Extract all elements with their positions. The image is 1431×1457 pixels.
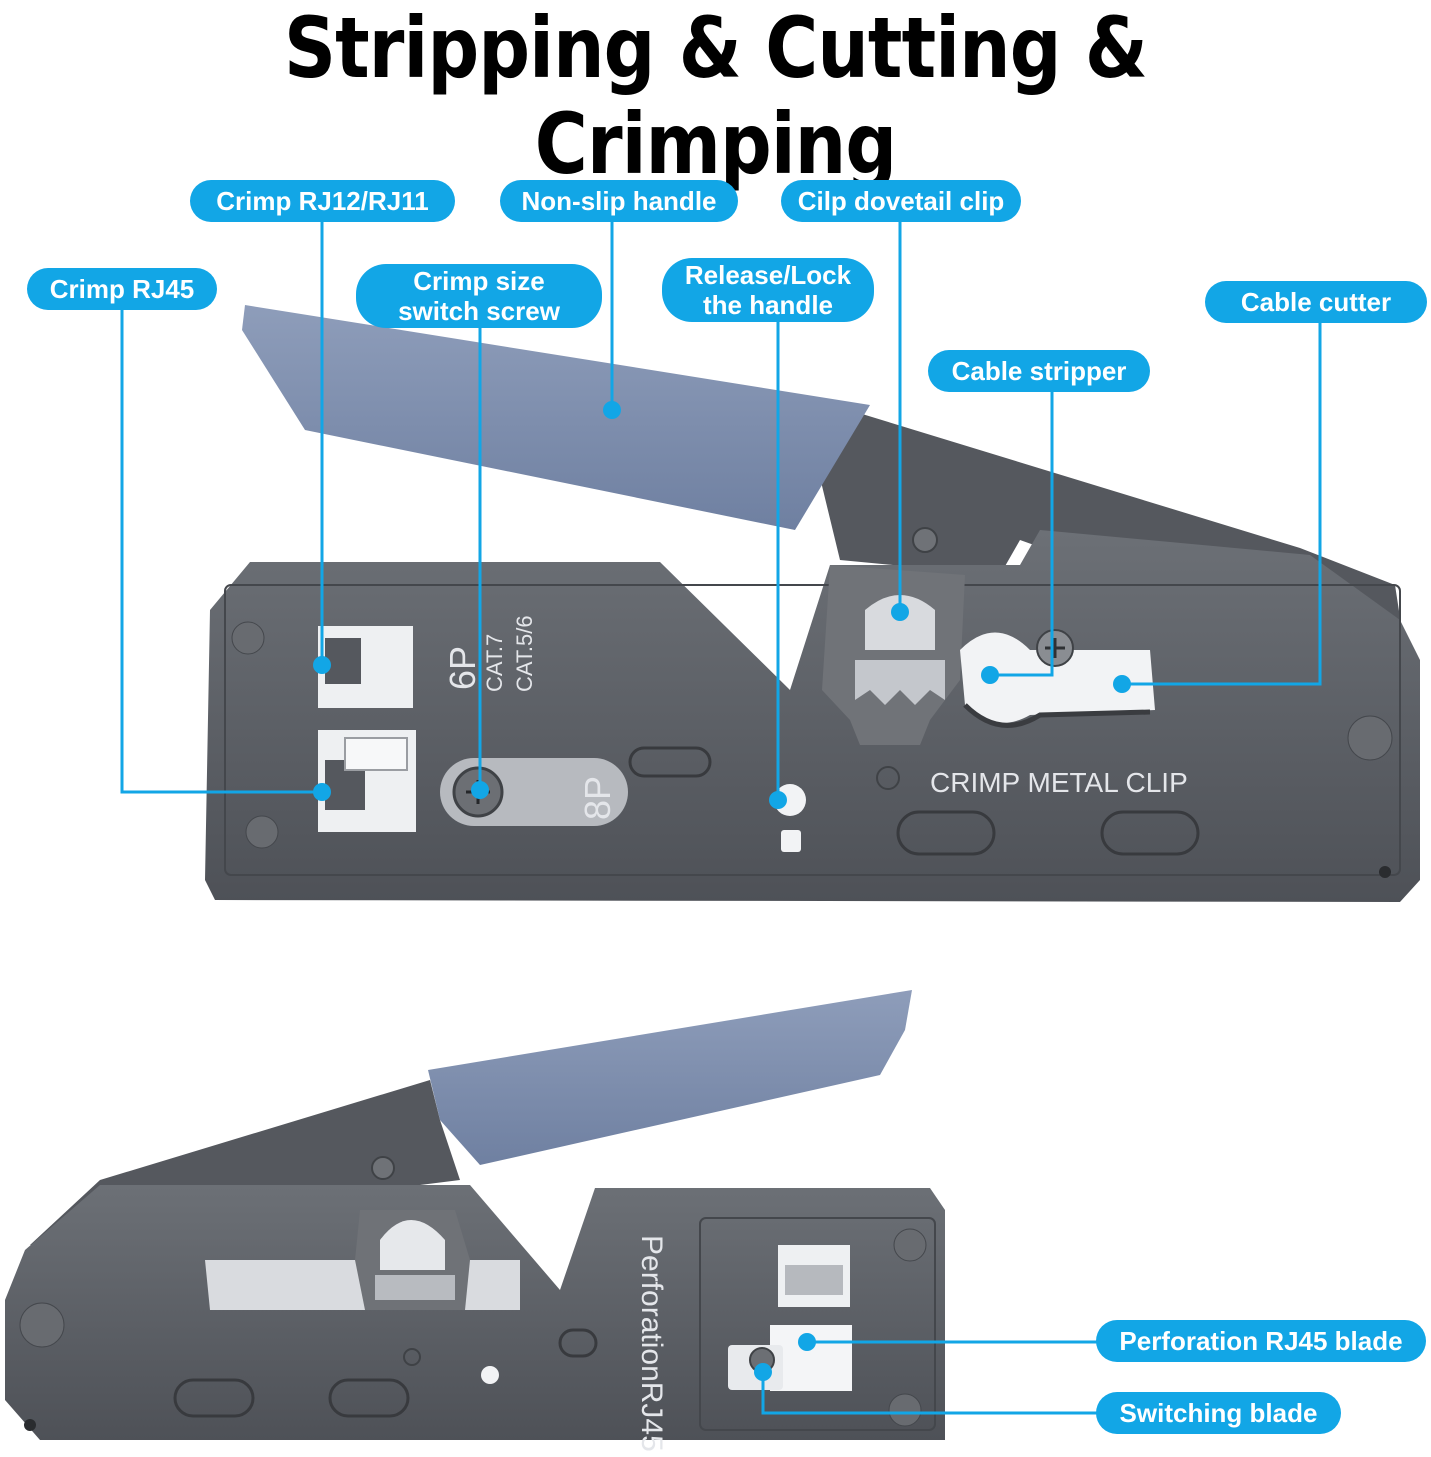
callout-leaders: [120, 220, 1322, 1415]
bottom-tool-body: [5, 1185, 945, 1440]
callout-crimp-size-switch: Crimp size switch screw: [356, 264, 602, 328]
callout-cable-cutter: Cable cutter: [1205, 281, 1427, 323]
dot-crimp-rj45: [313, 783, 331, 801]
marking-6p: 6P: [442, 646, 483, 690]
bottom-handle-grip: [428, 990, 912, 1165]
bottom-crimper: PerforationRJ45: [5, 990, 945, 1452]
callout-switching-blade: Switching blade: [1096, 1392, 1341, 1434]
dot-cable-stripper: [981, 666, 999, 684]
dot-switching-blade: [754, 1363, 772, 1381]
dot-non-slip-handle: [603, 401, 621, 419]
leader-cable-cutter: [1122, 322, 1322, 686]
dot-perforation-blade: [798, 1333, 816, 1351]
callout-non-slip-handle: Non-slip handle: [500, 180, 738, 222]
callout-clip-dovetail: Cilp dovetail clip: [781, 180, 1021, 222]
callout-perforation-blade: Perforation RJ45 blade: [1096, 1320, 1426, 1362]
dot-crimp-rj12: [313, 656, 331, 674]
dot-cable-cutter: [1113, 675, 1131, 693]
leader-switching-blade: [761, 1372, 1098, 1415]
marking-crimp-metal-clip: CRIMP METAL CLIP: [930, 767, 1188, 798]
marking-8p: 8P: [577, 776, 618, 820]
callout-crimp-rj12: Crimp RJ12/RJ11: [190, 180, 455, 222]
marking-perforation-rj45: PerforationRJ45: [635, 1235, 668, 1452]
callout-cable-stripper: Cable stripper: [928, 350, 1150, 392]
leader-cable-stripper: [990, 390, 1054, 677]
callout-release-lock: Release/Lock the handle: [662, 258, 874, 322]
top-crimper: 6P CAT.7 CAT.5/6 8P CRIMP METAL CLIP: [205, 305, 1420, 902]
callout-dots: [313, 401, 1131, 1381]
leader-crimp-rj45: [120, 308, 322, 794]
page-title: Stripping & Cutting & Crimping: [283, 0, 1148, 193]
marking-cat56: CAT.5/6: [512, 615, 537, 692]
marking-cat7: CAT.7: [482, 634, 507, 692]
dot-clip-dovetail: [891, 603, 909, 621]
dot-crimp-size: [471, 781, 489, 799]
dot-release-lock: [769, 791, 787, 809]
callout-crimp-rj45: Crimp RJ45: [27, 268, 217, 310]
top-handle-grip: [242, 305, 870, 530]
